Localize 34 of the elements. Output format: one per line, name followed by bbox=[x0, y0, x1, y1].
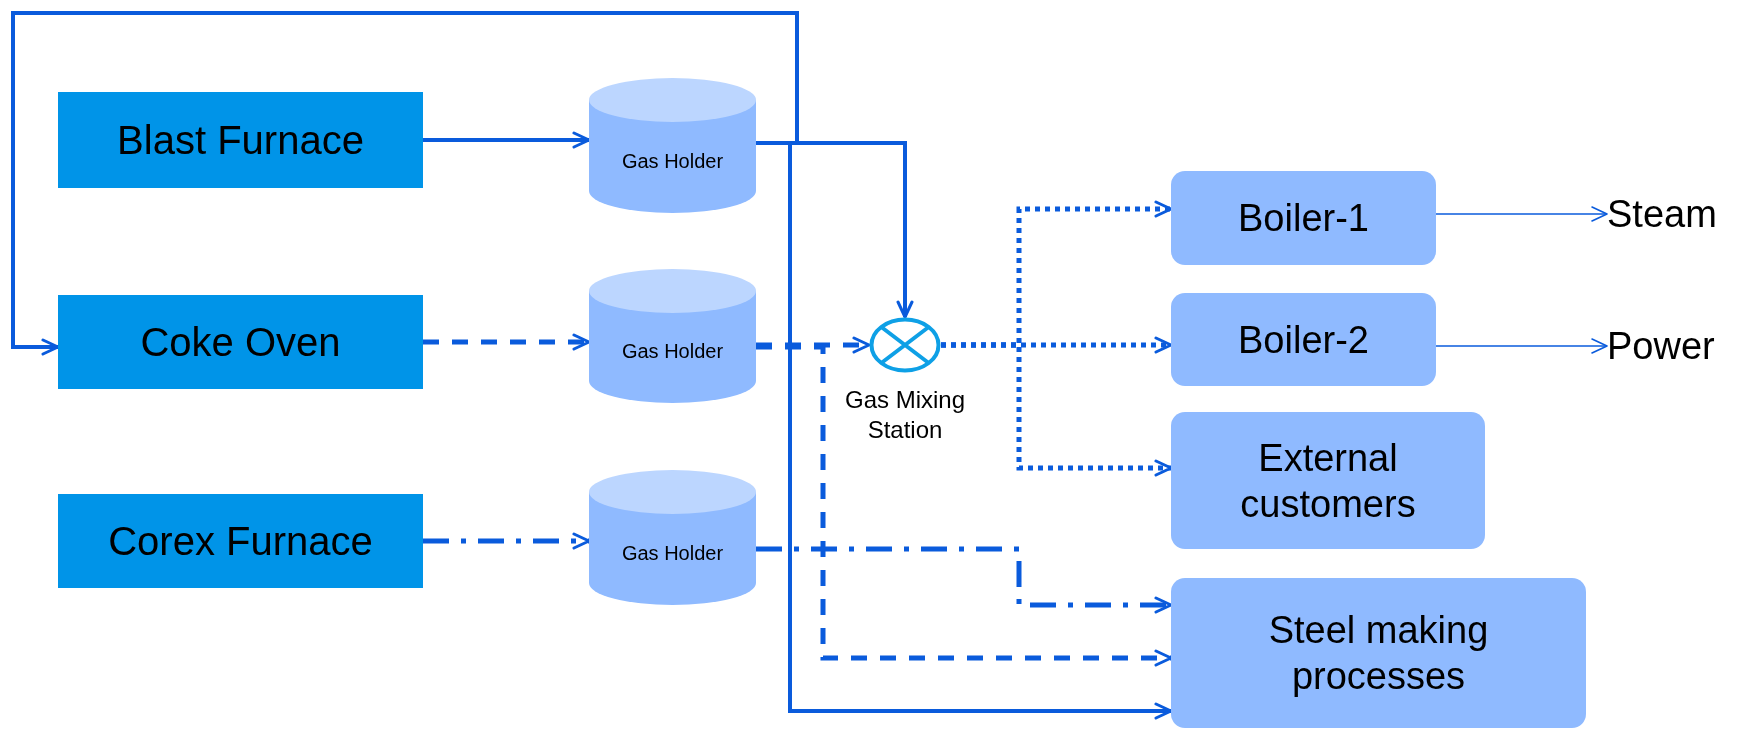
process-box bbox=[1171, 578, 1586, 728]
process-box bbox=[58, 494, 423, 588]
arrow bbox=[423, 333, 591, 351]
arrow bbox=[423, 532, 591, 550]
arrow bbox=[756, 344, 1173, 667]
arrow bbox=[756, 336, 871, 354]
output-label: Steam bbox=[1607, 192, 1717, 236]
node-label: Boiler-1 bbox=[1238, 196, 1369, 241]
process-box bbox=[1171, 171, 1436, 265]
node-label: Gas Holder bbox=[621, 540, 724, 566]
node-label: Blast Furnace bbox=[117, 117, 364, 163]
node-label: Corex Furnace bbox=[108, 518, 373, 564]
gas-holder-cylinder bbox=[589, 78, 756, 213]
node-label: Boiler-2 bbox=[1238, 317, 1369, 363]
gas-holder-cylinder bbox=[589, 269, 756, 403]
arrow bbox=[423, 131, 591, 149]
arrow bbox=[1435, 338, 1608, 354]
arrow bbox=[1435, 206, 1608, 222]
arrow bbox=[11, 11, 799, 356]
node-label: Steel making processes bbox=[1267, 608, 1490, 699]
process-box bbox=[58, 92, 423, 188]
gas-holder-cylinder bbox=[589, 470, 756, 605]
node-label: External customers bbox=[1239, 435, 1417, 527]
process-box bbox=[1171, 293, 1436, 386]
mixer-symbol bbox=[869, 317, 941, 373]
arrow bbox=[756, 546, 1173, 614]
node-label: Coke Oven bbox=[140, 319, 341, 365]
process-box bbox=[58, 295, 423, 389]
node-caption: Gas Mixing Station bbox=[843, 385, 966, 445]
node-label: Gas Holder bbox=[621, 148, 724, 174]
process-box bbox=[1171, 412, 1485, 549]
output-label: Power bbox=[1607, 324, 1715, 368]
arrow bbox=[941, 342, 1173, 477]
node-label: Gas Holder bbox=[621, 339, 724, 364]
